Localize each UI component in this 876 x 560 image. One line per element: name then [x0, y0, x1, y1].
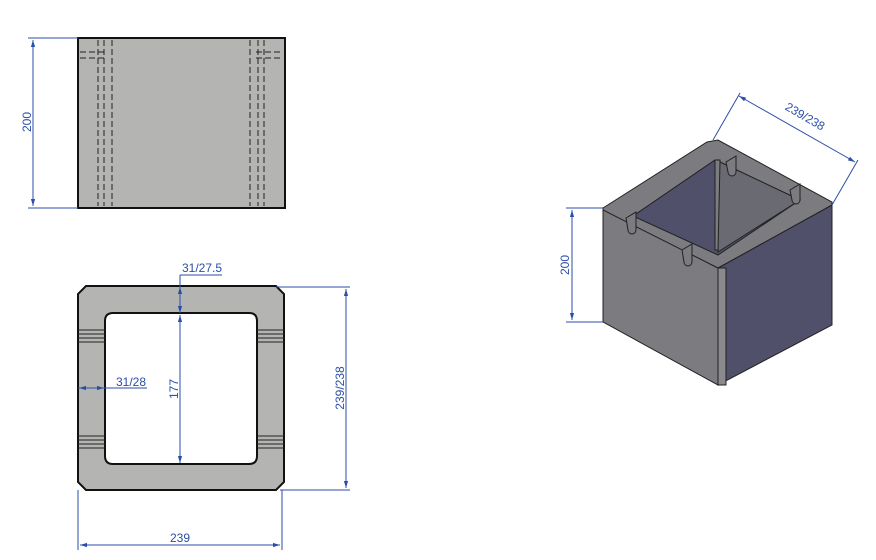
- depth-dimension-label: 239/238: [333, 366, 347, 410]
- iso-view: 200 239/238: [558, 92, 859, 386]
- front-view-body: [77, 37, 286, 209]
- inner-dimension-label: 177: [167, 379, 181, 399]
- top-view: 31/27.5 177 31/28 239/238 239: [77, 261, 350, 550]
- height-dimension-label: 200: [20, 112, 34, 132]
- iso-height-dimension-label: 200: [558, 255, 572, 275]
- wall-top-dimension-label: 31/27.5: [182, 261, 222, 275]
- wall-side-dimension-label: 31/28: [116, 375, 146, 389]
- iso-length-dimension-label: 239/238: [783, 100, 828, 134]
- front-view: 200: [20, 37, 286, 209]
- top-view-body: [77, 285, 285, 491]
- width-dimension-label: 239: [170, 531, 190, 545]
